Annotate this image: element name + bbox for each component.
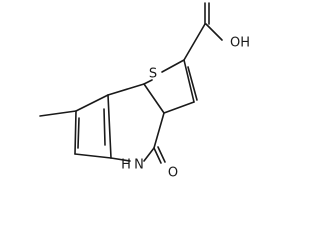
bond-c9b-s <box>143 79 153 85</box>
bond-c9b-c9a <box>107 83 145 96</box>
bond-c2-carboxyl <box>183 23 206 61</box>
atom-label-carbonyl-oxygen: O <box>168 166 178 181</box>
atom-label-amide-h: H <box>121 158 131 173</box>
bond-c4-o-1 <box>153 147 162 164</box>
bond-c9a-c9 <box>75 94 109 112</box>
bond-c4-n5 <box>143 147 155 162</box>
bond-c8-c7 <box>74 153 112 159</box>
bond-inner-2 <box>77 117 80 149</box>
bond-n5-c5a <box>110 157 131 162</box>
bond-carboxyl-hydroxyl <box>205 23 223 41</box>
bond-c4-o-2 <box>157 146 166 163</box>
molecule-structure-drawing: S OH O N H <box>39 2 250 181</box>
bond-c2-c3-double <box>187 66 198 101</box>
bond-c9-c8 <box>74 110 77 155</box>
bond-c3a-c4 <box>153 112 165 149</box>
bond-methyl <box>39 110 77 117</box>
bond-c2-c3 <box>183 59 195 103</box>
bond-c9b-c3a <box>143 83 165 114</box>
bond-c9a-c5a <box>107 94 112 159</box>
atom-label-sulfur: S <box>149 67 157 82</box>
atom-label-amide-n: N <box>134 158 144 173</box>
molecule-structure-canvas: S OH O N H <box>39 2 250 181</box>
bond-c3-c3a <box>163 101 195 114</box>
bond-s-c2 <box>161 59 185 73</box>
atom-label-hydroxyl: OH <box>230 36 250 51</box>
bond-inner-1 <box>103 108 106 146</box>
